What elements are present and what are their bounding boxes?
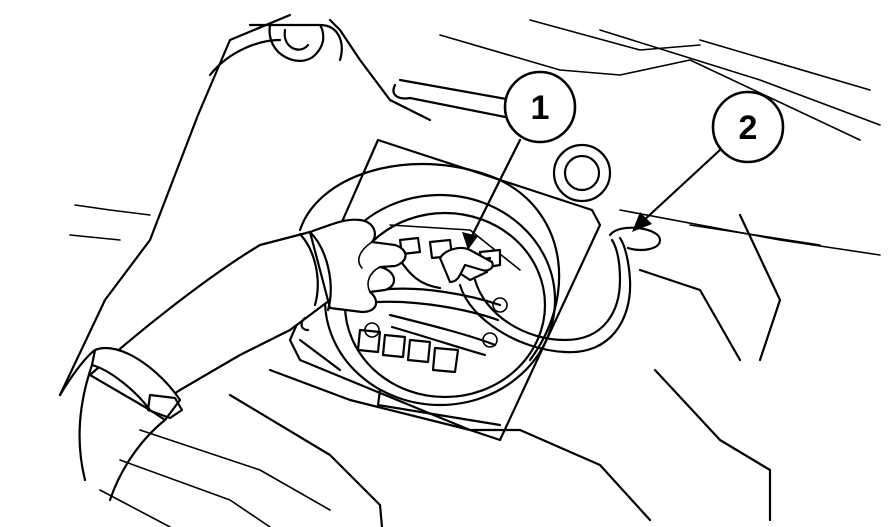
mounting-boss-right: [552, 143, 612, 203]
arrowhead-1: [462, 232, 478, 250]
fuel-pump-module: [288, 138, 602, 442]
arrowhead-2: [632, 212, 652, 232]
callout-1-label: 1: [531, 89, 550, 127]
callout-1: 1: [503, 70, 577, 144]
callout-2: 2: [711, 90, 785, 164]
hose-item-2: [458, 226, 662, 354]
leader-2: [640, 148, 722, 224]
callout-leaders: [462, 138, 722, 250]
body-panel: [58, 13, 881, 527]
mounting-boss-top: [268, 23, 325, 62]
leader-1: [468, 138, 522, 242]
callout-2-label: 2: [739, 109, 758, 147]
technician-hand: [58, 218, 494, 502]
